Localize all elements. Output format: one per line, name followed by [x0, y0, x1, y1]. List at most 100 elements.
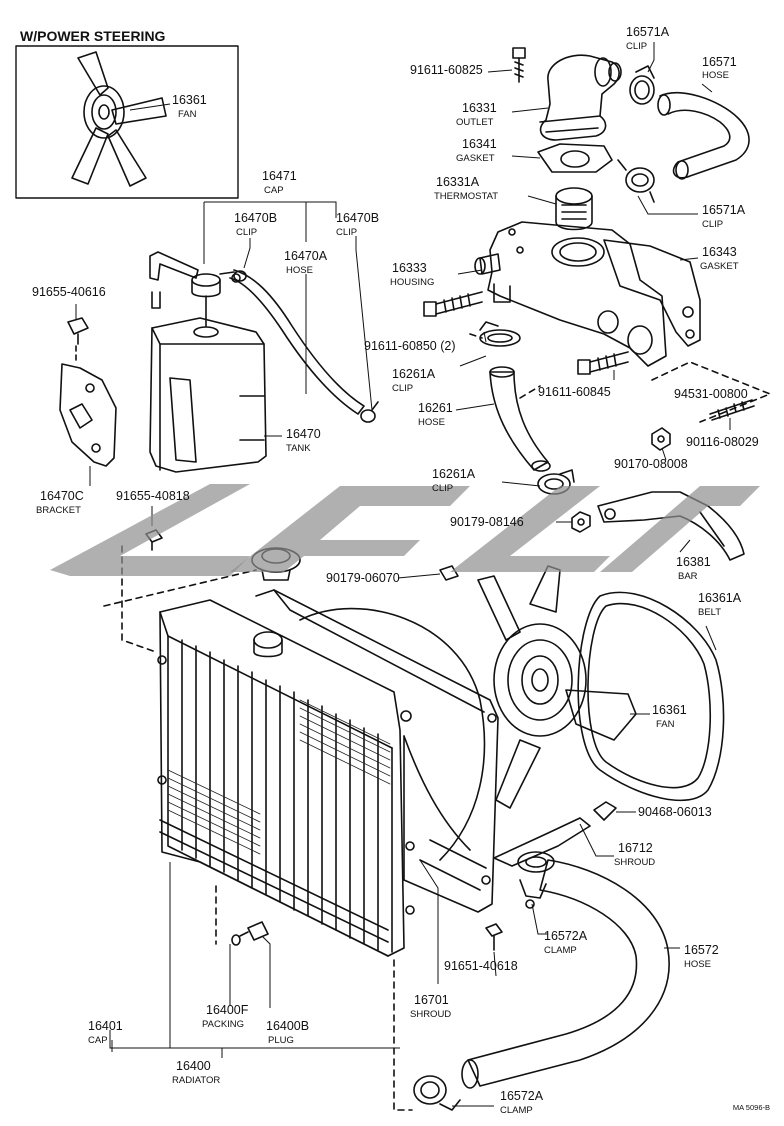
part-name-16470: TANK: [286, 443, 311, 454]
part-number-16470B-left: 16470B: [234, 211, 278, 225]
part-number-90179-06070: 90179-06070: [326, 571, 400, 585]
part-name-16701: SHROUD: [410, 1009, 452, 1020]
part-number-16400B: 16400B: [266, 1019, 310, 1033]
part-number-90468-06013: 90468-06013: [638, 805, 712, 819]
part-number-16401: 16401: [88, 1019, 123, 1033]
part-number-16400F: 16400F: [206, 1003, 249, 1017]
part-number-16712: 16712: [618, 841, 653, 855]
leader-lines: [75, 42, 731, 1107]
part-name-16333: HOUSING: [390, 277, 435, 288]
clip-16470B-right-drawing: [360, 401, 379, 423]
part-name-16400: RADIATOR: [172, 1075, 221, 1086]
bolt-91611-60850-drawing: [423, 291, 483, 317]
nut-90179-08146-drawing: [571, 511, 591, 533]
part-name-16331A: THERMOSTAT: [434, 191, 499, 202]
shroud-16712-drawing: [493, 817, 591, 867]
plug-16400B-drawing: [239, 921, 269, 941]
cap-16471-drawing: [191, 271, 235, 338]
part-number-16571A-top: 16571A: [626, 25, 670, 39]
clip-16571A-bottom-drawing: [617, 159, 655, 203]
part-number-16341: 16341: [462, 137, 497, 151]
part-name-16471: CAP: [264, 185, 284, 196]
part-number-16400: 16400: [176, 1059, 211, 1073]
part-name-16331: OUTLET: [456, 117, 494, 128]
packing-16400F-drawing: [231, 934, 241, 946]
bolt-91611-60825-drawing: [512, 47, 526, 83]
clip-16261A-top-drawing: [479, 321, 521, 347]
part-number-16261: 16261: [418, 401, 453, 415]
housing-16333-drawing: [474, 221, 667, 367]
part-name-16261A-top: CLIP: [392, 383, 414, 394]
part-number-91611-60850: 91611-60850 (2): [364, 339, 456, 353]
part-name-16361: FAN: [656, 719, 675, 730]
part-name-16261A-bottom: CLIP: [432, 483, 454, 494]
part-number-16471: 16471: [262, 169, 297, 183]
tank-16470-drawing: [149, 317, 267, 473]
part-number-16331: 16331: [462, 101, 497, 115]
gasket-16343-drawing: [603, 239, 701, 347]
part-name-16381: BAR: [678, 571, 698, 582]
part-name-16571A-top: CLIP: [626, 41, 648, 52]
part-name-16343: GASKET: [700, 261, 739, 272]
clip-16470B-left-drawing: [233, 270, 247, 282]
inset-frame: [15, 45, 239, 199]
part-number-16701: 16701: [414, 993, 449, 1007]
part-number-16261A-bottom: 16261A: [432, 467, 476, 481]
outlet-drawing: [539, 54, 620, 141]
part-name-16341: GASKET: [456, 153, 495, 164]
part-name-16400B: PLUG: [268, 1035, 294, 1046]
nut-90170-08008-drawing: [651, 427, 671, 451]
part-number-16361A: 16361A: [698, 591, 742, 605]
dashed-leaders: [103, 333, 771, 1111]
part-number-91611-60845: 91611-60845: [538, 385, 611, 399]
part-number-16261A-top: 16261A: [392, 367, 436, 381]
part-name-16571: HOSE: [702, 70, 729, 81]
shroud-16701-drawing: [255, 589, 499, 913]
stud-90116-08029-drawing: [709, 399, 755, 421]
part-name-16401: CAP: [88, 1035, 108, 1046]
part-name-16572: HOSE: [684, 959, 711, 970]
part-number-16470B-right: 16470B: [336, 211, 380, 225]
clamp-16572A-mid-drawing: [517, 851, 555, 909]
part-number-16572A-bottom: 16572A: [500, 1089, 544, 1103]
part-name-16361-inset: FAN: [178, 109, 197, 120]
radiator-16400-drawing: [157, 599, 415, 957]
part-number-94531-00800: 94531-00800: [674, 387, 748, 401]
part-number-16381: 16381: [676, 555, 711, 569]
part-name-16572A-bottom: CLAMP: [500, 1105, 533, 1116]
clip-16571A-top-drawing: [608, 62, 655, 105]
hose-16261-drawing: [489, 366, 551, 472]
part-number-16361: 16361: [652, 703, 687, 717]
part-number-90179-08146: 90179-08146: [450, 515, 524, 529]
part-number-91651-40618: 91651-40618: [444, 959, 518, 973]
screw-90179-06070-drawing: [439, 565, 459, 581]
bolt-91611-60845-drawing: [577, 351, 629, 375]
part-number-16572: 16572: [684, 943, 719, 957]
gasket-16341-drawing: [537, 143, 613, 173]
part-number-16331A: 16331A: [436, 175, 480, 189]
hose-16572-drawing: [461, 859, 670, 1089]
part-number-91611-60825: 91611-60825: [410, 63, 483, 77]
clip-90468-06013-drawing: [593, 801, 617, 821]
part-number-16470: 16470: [286, 427, 321, 441]
part-number-90116-08029: 90116-08029: [686, 435, 759, 449]
bolt-91655-40616-drawing: [67, 317, 89, 345]
part-name-16571A-bottom: CLIP: [702, 219, 724, 230]
part-name-16470A: HOSE: [286, 265, 313, 276]
thermostat-drawing: [555, 187, 593, 231]
watermark: [50, 484, 760, 576]
inset-title: W/POWER STEERING: [20, 28, 166, 44]
part-name-16470C: BRACKET: [36, 505, 81, 516]
part-number-90170-08008: 90170-08008: [614, 457, 688, 471]
part-number-16571: 16571: [702, 55, 737, 69]
part-number-16572A-mid: 16572A: [544, 929, 588, 943]
bracket-16470C-drawing: [59, 363, 117, 467]
inset-fan-drawing: [71, 51, 167, 187]
part-number-16333: 16333: [392, 261, 427, 275]
radiator-core-hatch: [167, 699, 391, 855]
part-number-16361-inset: 16361: [172, 93, 207, 107]
part-name-16261: HOSE: [418, 417, 445, 428]
part-name-16572A-mid: CLAMP: [544, 945, 577, 956]
